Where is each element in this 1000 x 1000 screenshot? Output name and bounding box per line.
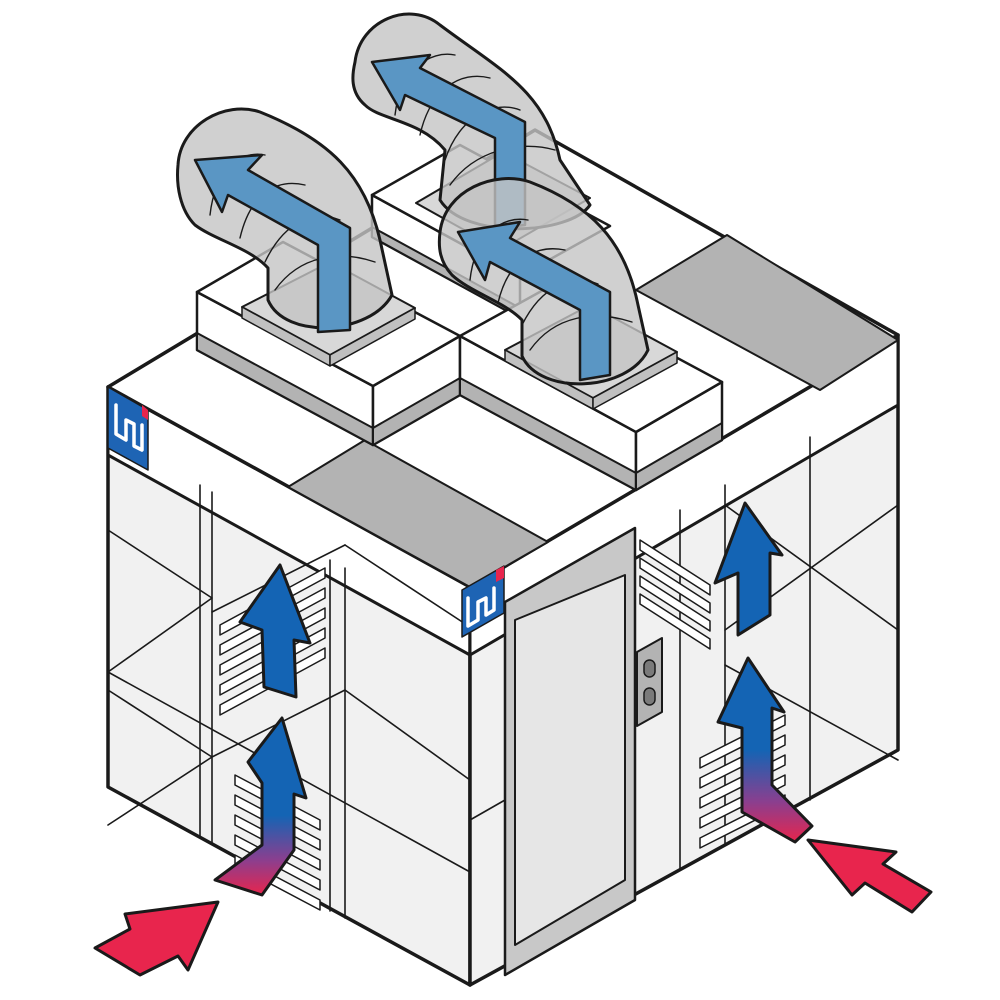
logo-icon <box>461 565 505 638</box>
hot-air-inlet-arrow-icon <box>806 838 933 914</box>
airflow-up-arrow-icon <box>213 716 308 897</box>
airflow-up-arrow-icon <box>716 656 814 844</box>
door[interactable] <box>503 526 663 977</box>
door-lock-icon <box>636 637 663 727</box>
right-upper-vent <box>639 539 711 650</box>
exhaust-duct-arrow-icon <box>456 220 612 382</box>
logo-icon <box>107 386 149 471</box>
duct-right <box>437 177 650 386</box>
duct-left <box>176 107 394 334</box>
hot-air-inlet-arrow-icon <box>93 900 220 977</box>
exhaust-duct-arrow-icon <box>193 153 352 334</box>
airflow-up-arrow-icon <box>713 501 784 637</box>
airflow-up-arrow-icon <box>238 563 312 699</box>
